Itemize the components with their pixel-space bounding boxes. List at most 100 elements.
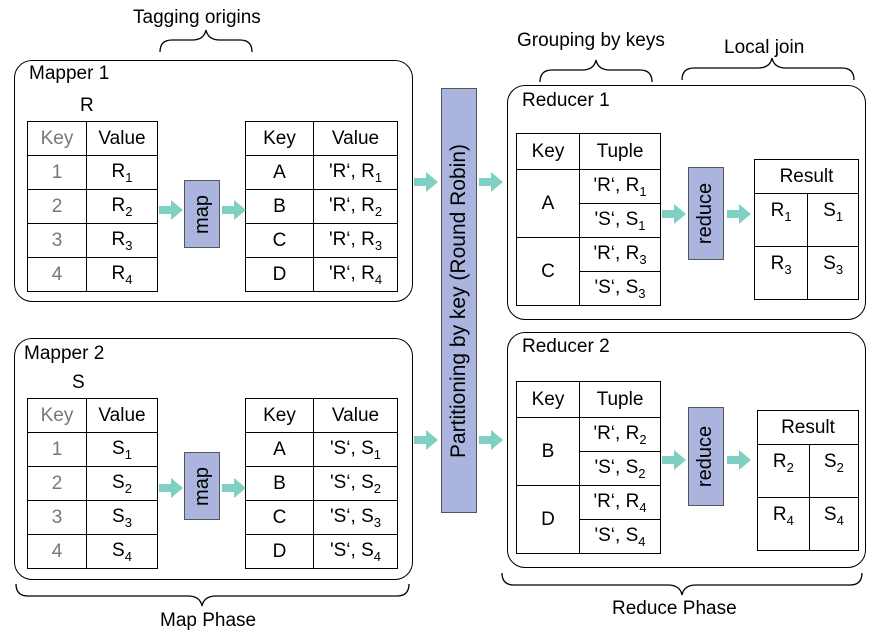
cell-subscript: 3	[784, 261, 792, 277]
cell-subscript: 1	[835, 208, 844, 224]
reducer-2-box	[507, 332, 866, 568]
value-cell: 'S‘, S1	[313, 432, 398, 467]
cell-text: R	[111, 228, 126, 250]
cell-subscript: 3	[638, 285, 646, 301]
tuple-cell: 'S‘, S2	[579, 451, 661, 486]
key-cell: B	[245, 189, 314, 224]
cell-text: 'R‘, R	[593, 242, 640, 264]
mapper-2-box	[14, 338, 413, 580]
cell-text: S	[112, 471, 125, 493]
map-op-1: map	[184, 180, 220, 248]
cell-subscript: 1	[374, 169, 383, 185]
key-cell: 4	[27, 257, 87, 292]
value-header: Value	[86, 398, 158, 433]
local-join-brace	[681, 57, 855, 81]
cell-subscript: 4	[786, 512, 794, 528]
cell-text: 'S‘, S	[330, 539, 374, 561]
table-row: 'S‘, S3	[517, 271, 661, 306]
partitioning-bar: Partitioning by key (Round Robin)	[441, 88, 477, 513]
reduce-op-1: reduce	[688, 167, 724, 260]
table-row: 'S‘, S1	[517, 203, 661, 238]
cell-text: S	[823, 253, 836, 274]
cell-text: 'S‘, S	[594, 208, 639, 230]
tuple-cell: 'R‘, R1	[579, 169, 661, 204]
table-row: B'R‘, R2	[245, 189, 398, 224]
table-row: D 'S‘, S4	[245, 534, 398, 569]
cell-subscript: 2	[124, 480, 132, 496]
table-row: C'S‘, S3	[245, 500, 398, 535]
key-cell: D	[245, 534, 314, 569]
key-header: Key	[516, 133, 580, 170]
value-cell: 'S‘, S3	[313, 500, 398, 535]
cell-text: R	[772, 504, 787, 525]
table-row: A'R‘, R1	[245, 155, 398, 190]
key-cell: 3	[27, 223, 87, 258]
reducer-1-box	[507, 85, 866, 320]
cell-text: 'S‘, S	[330, 437, 374, 459]
value-cell: R2	[86, 189, 158, 224]
value-cell: R1	[86, 155, 158, 190]
cell-subscript: 4	[638, 533, 646, 549]
cell-subscript: 4	[124, 548, 132, 564]
cell-text: S	[112, 505, 125, 527]
cell-subscript: 2	[373, 480, 381, 496]
cell-text: 'R‘, R	[328, 160, 375, 182]
tagging-brace	[159, 29, 253, 53]
cell-text: 'R‘, R	[328, 194, 375, 216]
local-join-label: Local join	[724, 37, 805, 58]
cell-subscript: 4	[373, 548, 381, 564]
result-header-row: Result	[757, 410, 859, 445]
table-row: 'S‘, S2	[517, 451, 661, 486]
key-cell: D	[245, 257, 314, 292]
map-op-2: map	[184, 452, 220, 520]
cell-text: R	[770, 253, 785, 274]
key-cell: C	[245, 500, 314, 535]
cell-text: R	[111, 194, 126, 216]
arrows	[159, 172, 751, 498]
result-header: Result	[757, 410, 859, 445]
value-cell: 'S‘, S2	[313, 466, 398, 501]
cell-text: 'S‘, S	[330, 471, 374, 493]
cell-text: 'S‘, S	[594, 456, 639, 478]
arrow-map-to-m2out	[222, 478, 246, 498]
mapper-1-relation: R	[80, 95, 94, 116]
cell-subscript: 1	[784, 208, 792, 224]
cell-text: 'R‘, R	[328, 262, 375, 284]
arrow-reduce-to-res2	[727, 450, 751, 470]
arrow-m2-to-part	[414, 430, 438, 450]
cell-text: 'S‘, S	[594, 276, 639, 298]
cell-subscript: 4	[125, 271, 133, 287]
grouping-by-keys-label: Grouping by keys	[517, 30, 665, 51]
arrow-part-to-r1	[479, 172, 503, 192]
tuple-cell: 'R‘, R4	[579, 485, 661, 520]
cell-subscript: 4	[639, 499, 647, 515]
arrow-m2-to-map	[159, 478, 183, 498]
table-row: D'R‘, R4	[245, 257, 398, 292]
value-cell: 'R‘, R1	[313, 155, 398, 190]
reducer-2-title: Reducer 2	[522, 336, 610, 357]
tuple-cell: 'R‘, R2	[579, 417, 661, 452]
cell-text: 'R‘, R	[593, 490, 640, 512]
group-key-cell: D	[516, 485, 580, 554]
cell-text: R	[111, 262, 126, 284]
map-phase-label: Map Phase	[160, 610, 257, 631]
arrow-m1-to-map	[159, 200, 183, 220]
reduce-op-2: reduce	[688, 407, 724, 506]
value-cell: S4	[86, 534, 158, 569]
